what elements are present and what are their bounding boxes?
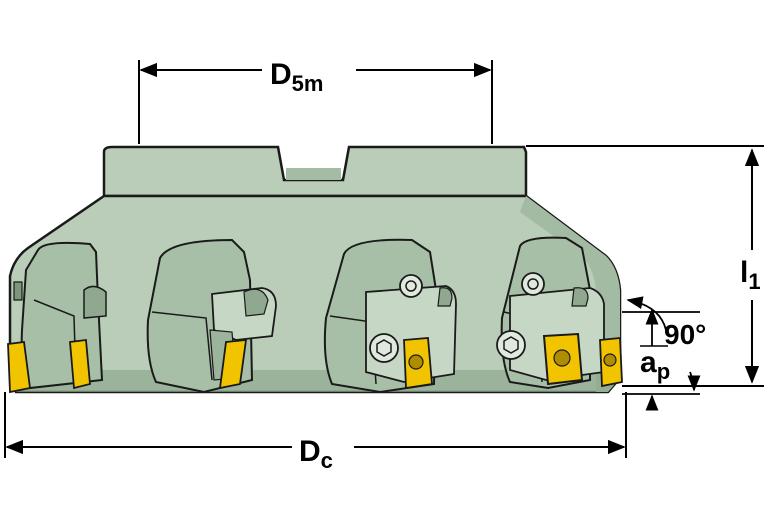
angle-label: 90° [664,319,706,350]
cutting-insert-3 [218,338,248,390]
d5m-label: D5m [270,58,323,96]
dc-label: Dc [299,435,333,473]
cutting-insert-2 [69,338,91,390]
ap-label: ap [640,346,670,384]
d5m-label-sub: 5m [292,71,324,96]
cutter-hub [102,145,528,198]
dimension-dc: Dc [4,392,627,473]
l1-label-sub: 1 [748,269,760,294]
d5m-label-main: D [270,58,292,91]
clamp-screw-icon-2 [496,330,526,360]
dimension-angle-ap: 90° ap [622,296,706,411]
dc-label-sub: c [321,448,333,473]
l1-label-main: l [740,256,748,289]
dimension-d5m: D5m [138,58,493,144]
l1-label: l1 [740,256,761,294]
ap-label-sub: p [657,359,670,384]
clamp-screw-icon [369,333,399,363]
ap-label-main: a [640,346,657,379]
dc-label-main: D [299,435,321,468]
cutting-insert-1 [7,340,32,394]
